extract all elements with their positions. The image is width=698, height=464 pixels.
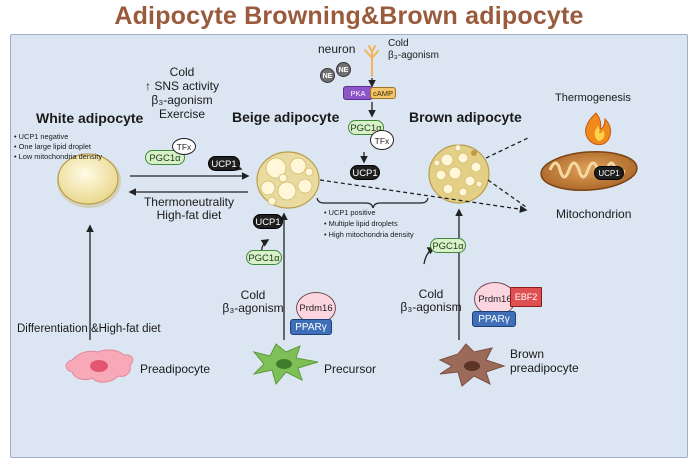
ne-molecule-2: NE: [336, 62, 351, 77]
diagram-panel: [10, 34, 688, 458]
condition-high-fat-diet: High-fat diet: [156, 208, 222, 222]
beige-feature-1: • UCP1 positive: [324, 208, 376, 217]
beige-induction-agonism: β₃-agonism: [222, 301, 284, 315]
beige-feature-3: • High mitochondria density: [324, 230, 414, 239]
camp-molecule: cAMP: [370, 87, 396, 99]
thermogenesis-flame-icon: [585, 112, 612, 146]
white-adipocyte-cell: [57, 153, 121, 208]
preadipocyte-cell: [65, 349, 134, 383]
white-feature-2: • One large lipid droplet: [14, 142, 91, 151]
white-feature-1: • UCP1 negative: [14, 132, 69, 141]
ucp1-beige: UCP1: [253, 214, 283, 229]
mitochondrion-label: Mitochondrion: [556, 207, 632, 221]
beige-adipocyte-cell: [256, 151, 320, 209]
beige-adipocyte-heading: Beige adipocyte: [232, 109, 340, 125]
brown-adipocyte-heading: Brown adipocyte: [409, 109, 522, 125]
brown-preadipocyte-line-1: Brown: [510, 347, 545, 361]
stimulus-agonism: β₃-agonism: [151, 93, 213, 107]
ppar-gamma-brown: PPARγ: [472, 311, 516, 327]
mitochondrion: [540, 151, 638, 191]
beige-induction: Cold β₃-agonism: [218, 289, 288, 315]
preadipocyte-label: Preadipocyte: [140, 362, 211, 376]
arrows: [86, 78, 529, 340]
tfx-center: TFx: [370, 130, 394, 150]
ne-molecule-1: NE: [320, 68, 335, 83]
prdm16-beige: Prdm16: [296, 292, 336, 324]
ebf2-factor: EBF2: [510, 287, 542, 307]
brown-induction: Cold β₃-agonism: [396, 288, 466, 314]
precursor-cell: [252, 343, 319, 386]
brown-induction-cold: Cold: [418, 287, 444, 301]
pka-enzyme: PKA: [343, 86, 373, 100]
stimulus-exercise: Exercise: [158, 107, 205, 121]
neuron-agonism: β₃-agonism: [388, 50, 439, 61]
beige-induction-cold: Cold: [240, 288, 266, 302]
precursor-label: Precursor: [324, 362, 377, 376]
brown-adipocyte-cell: [428, 144, 490, 204]
tfx-beige-top: TFx: [172, 138, 196, 155]
stimulus-cold: Cold: [169, 65, 195, 79]
ucp1-center: UCP1: [350, 165, 380, 180]
ucp1-beige-top: UCP1: [208, 156, 240, 171]
brown-preadipocyte-line-2: preadipocyte: [510, 361, 579, 375]
white-adipocyte-heading: White adipocyte: [36, 110, 144, 126]
white-feature-3: • Low mitochondria density: [14, 152, 103, 161]
neuron-icon: [364, 45, 379, 77]
neuron-cold: Cold: [388, 38, 409, 49]
stimulus-sns: ↑ SNS activity: [144, 79, 219, 93]
brown-induction-agonism: β₃-agonism: [400, 300, 462, 314]
condition-thermoneutrality: Thermoneutrality: [143, 195, 235, 209]
pgc1a-brown: PGC1α: [430, 238, 466, 253]
neuron-stimuli: Cold β₃-agonism: [388, 38, 439, 62]
brown-preadipocyte-label: Brown preadipocyte: [510, 347, 579, 375]
whitening-conditions: Thermoneutrality High-fat diet: [130, 196, 248, 222]
pgc1a-beige: PGC1α: [246, 250, 282, 265]
browning-stimuli: Cold ↑ SNS activity β₃-agonism Exercise: [132, 65, 232, 121]
ucp1-mitochondrion: UCP1: [594, 166, 624, 180]
differentiation-label: Differentiation &High-fat diet: [17, 323, 161, 335]
beige-feature-2: • Multiple lipid droplets: [324, 219, 398, 228]
neuron-label: neuron: [318, 42, 356, 56]
thermogenesis-label: Thermogenesis: [555, 92, 631, 104]
ppar-gamma-beige: PPARγ: [290, 319, 332, 335]
pgc1a-beige-top: PGC1α: [145, 150, 185, 165]
figure-title: Adipocyte Browning&Brown adipocyte: [114, 2, 584, 30]
brown-preadipocyte-cell: [438, 343, 506, 387]
